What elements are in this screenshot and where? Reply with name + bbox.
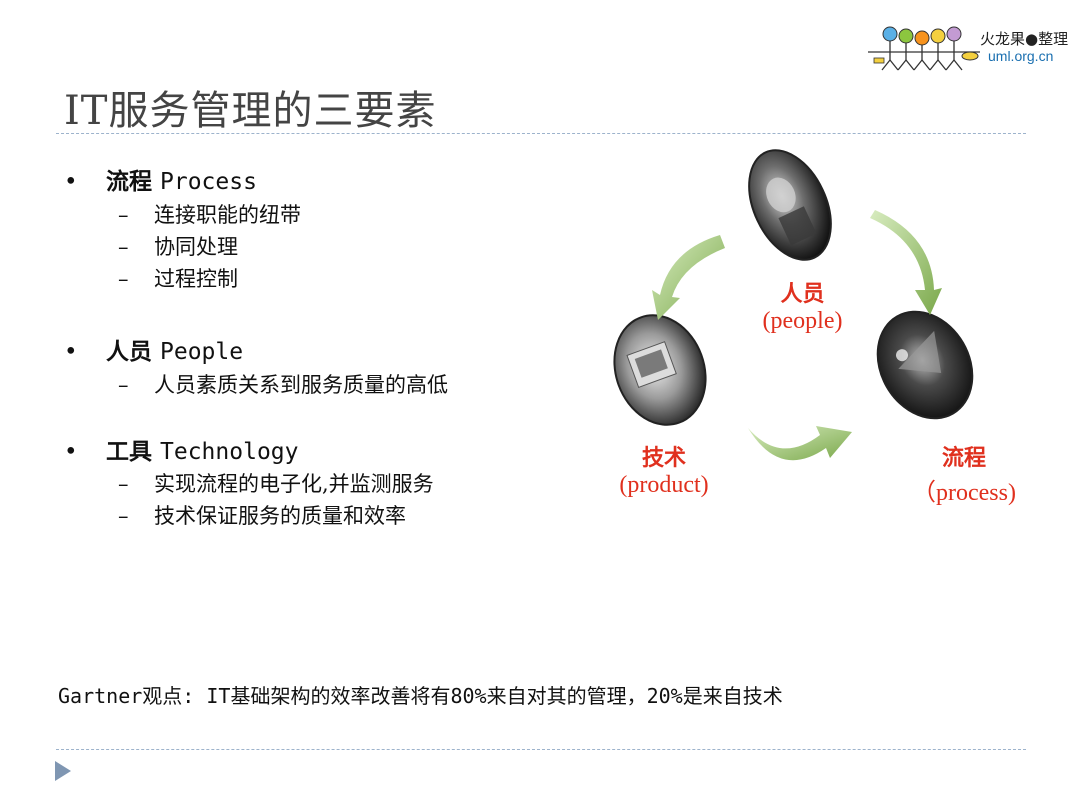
bullet-marker: • [64,169,78,195]
bullet-people: • 人员 People [64,332,243,366]
corner-triangle-icon [55,761,71,781]
bullet-technology: • 工具 Technology [64,432,299,466]
label-people: 人员 (people) [750,276,855,335]
list-item: –实现流程的电子化,并监测服务 [118,472,434,496]
list-item: –技术保证服务的质量和效率 [118,504,406,528]
bullet-technology-en: Technology [160,439,299,465]
list-item: –协同处理 [118,235,238,259]
logo-brand-text: 火龙果●整理 [980,30,1069,48]
arrow-process-to-people-icon [870,210,942,315]
label-product-cn: 技术 [641,445,686,471]
bullet-process-en: Process [160,169,257,195]
label-people-en: (people) [762,308,843,334]
list-item: –连接职能的纽带 [118,203,301,227]
gartner-note: Gartner观点: IT基础架构的效率改善将有80%来自对其的管理，20%是来… [58,684,783,708]
process-photo-icon [876,310,974,420]
diagram-graphic [613,149,974,461]
label-product: 技术 (product) [602,440,726,499]
title-divider [56,133,1026,134]
people-photo-icon [748,149,832,261]
list-item: –过程控制 [118,267,238,291]
bullet-technology-cn: 工具 [106,438,152,465]
logo-figures-icon [868,26,980,71]
list-item: –人员素质关系到服务质量的高低 [118,373,448,397]
arrow-people-to-product-icon [652,235,725,320]
three-elements-diagram: 人员 (people) 技术 (product) 流程 （process) [590,140,1040,530]
product-photo-icon [613,314,707,426]
label-process-cn: 流程 [941,445,986,471]
bullet-people-cn: 人员 [106,338,152,365]
arrow-product-to-process-icon [748,426,852,461]
bullet-marker: • [64,339,78,365]
page-title: IT服务管理的三要素 [64,88,437,134]
label-process-en: （process) [912,480,1016,506]
logo-url-text: uml.org.cn [988,48,1054,64]
label-people-cn: 人员 [780,281,825,307]
label-process: 流程 （process) [900,440,1028,507]
bullet-process: • 流程 Process [64,162,257,196]
bullet-marker: • [64,439,78,465]
brand-logo: 火龙果●整理 uml.org.cn [868,22,1078,72]
label-product-en: (product) [619,472,709,498]
bullet-process-cn: 流程 [106,168,152,195]
footer-divider [56,749,1026,750]
bullet-people-en: People [160,339,244,365]
